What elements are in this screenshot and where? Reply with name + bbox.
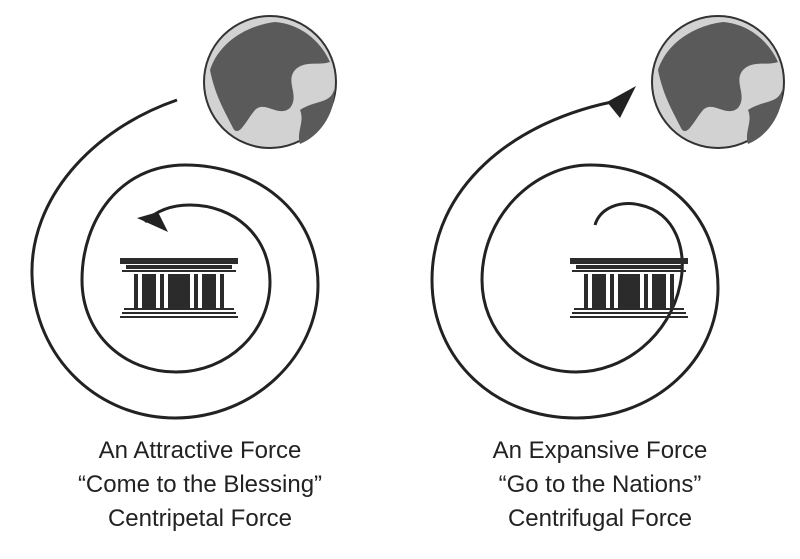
centripetal-caption: An Attractive Force “Come to the Blessin…	[0, 434, 400, 536]
outer-spiral-arc	[30, 98, 320, 420]
caption-line-2: “Go to the Nations”	[498, 471, 702, 498]
globe-icon	[651, 15, 785, 149]
centripetal-diagram	[30, 15, 337, 420]
inward-arrowhead-icon	[137, 212, 168, 232]
centripetal-panel: An Attractive Force “Come to the Blessin…	[0, 15, 400, 536]
globe-icon	[203, 15, 337, 149]
caption-line-3: Centripetal Force	[107, 505, 293, 532]
centrifugal-caption: An Expansive Force “Go to the Nations” C…	[400, 434, 800, 536]
caption-line-3: Centrifugal Force	[507, 505, 693, 532]
outward-arrowhead-icon	[607, 86, 636, 118]
centrifugal-panel: An Expansive Force “Go to the Nations” C…	[400, 0, 800, 559]
centrifugal-diagram	[430, 15, 785, 420]
caption-line-1: An Attractive Force	[98, 437, 302, 464]
caption-line-1: An Expansive Force	[492, 437, 708, 464]
caption-line-2: “Come to the Blessing”	[77, 471, 323, 498]
temple-icon	[570, 258, 688, 318]
temple-icon	[120, 258, 238, 318]
outer-spiral-arc	[430, 98, 720, 420]
